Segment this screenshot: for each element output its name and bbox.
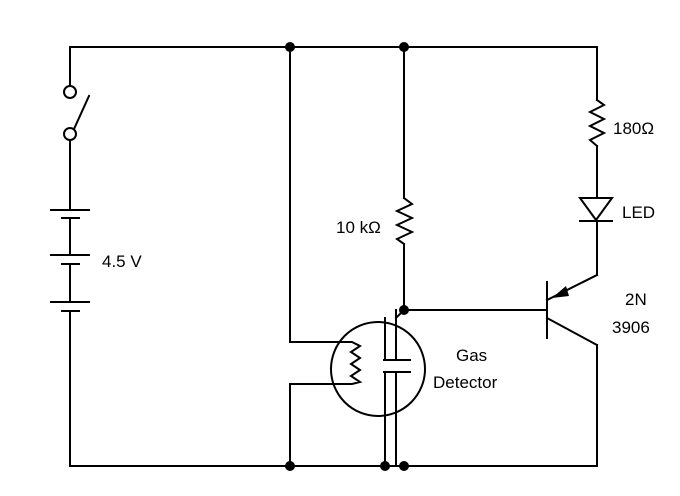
resistor-180: [587, 46, 607, 199]
top-wire: [69, 46, 598, 86]
detector-label-line2: Detector: [433, 373, 498, 392]
junction-dot: [285, 461, 295, 471]
junction-dot: [399, 305, 409, 315]
led-label: LED: [622, 203, 655, 222]
gas-detector: [330, 308, 426, 467]
transistor-label-line1: 2N: [625, 290, 647, 309]
resistor-10k: [394, 46, 415, 311]
transistor-label-line2: 3906: [612, 318, 650, 337]
junction-dot: [399, 42, 409, 52]
junction-dots: [285, 42, 409, 471]
junction-dot: [285, 42, 295, 52]
switch: [63, 85, 91, 211]
battery-label: 4.5 V: [102, 252, 142, 271]
battery: [50, 209, 90, 467]
detector-label-line1: Gas: [456, 346, 487, 365]
junction-dot: [399, 461, 409, 471]
led: [578, 197, 614, 276]
resistor-10k-label: 10 kΩ: [336, 218, 381, 237]
transistor: [545, 273, 599, 467]
junction-dot: [380, 461, 390, 471]
heater-wire: [289, 46, 341, 467]
resistor-180-label: 180Ω: [613, 119, 654, 138]
